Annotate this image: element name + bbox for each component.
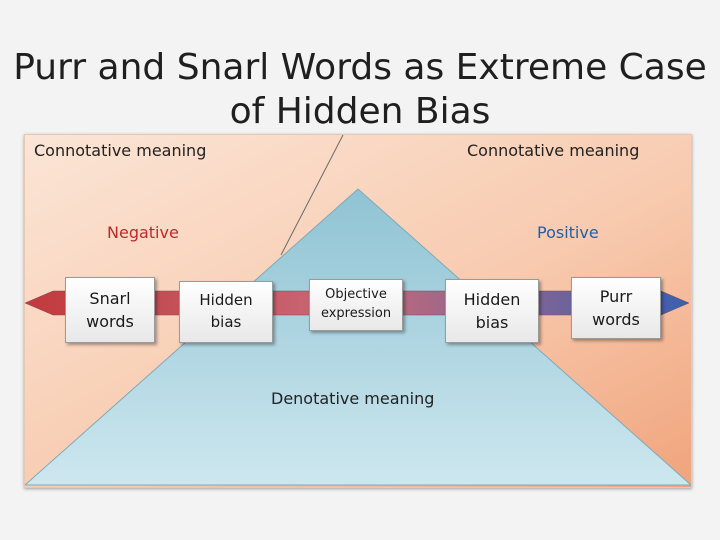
denotative-label: Denotative meaning: [271, 389, 435, 408]
slide-title: Purr and Snarl Words as Extreme Case of …: [0, 46, 720, 134]
divider-line: [280, 135, 344, 256]
connotative-label-left: Connotative meaning: [34, 141, 207, 160]
title-line-2: of Hidden Bias: [229, 91, 491, 133]
negative-label: Negative: [107, 223, 179, 242]
connotative-label-right: Connotative meaning: [467, 141, 640, 160]
positive-label: Positive: [537, 223, 599, 242]
diagram-panel: Connotative meaning Connotative meaning …: [24, 134, 692, 488]
title-line-1: Purr and Snarl Words as Extreme Case: [13, 47, 707, 89]
